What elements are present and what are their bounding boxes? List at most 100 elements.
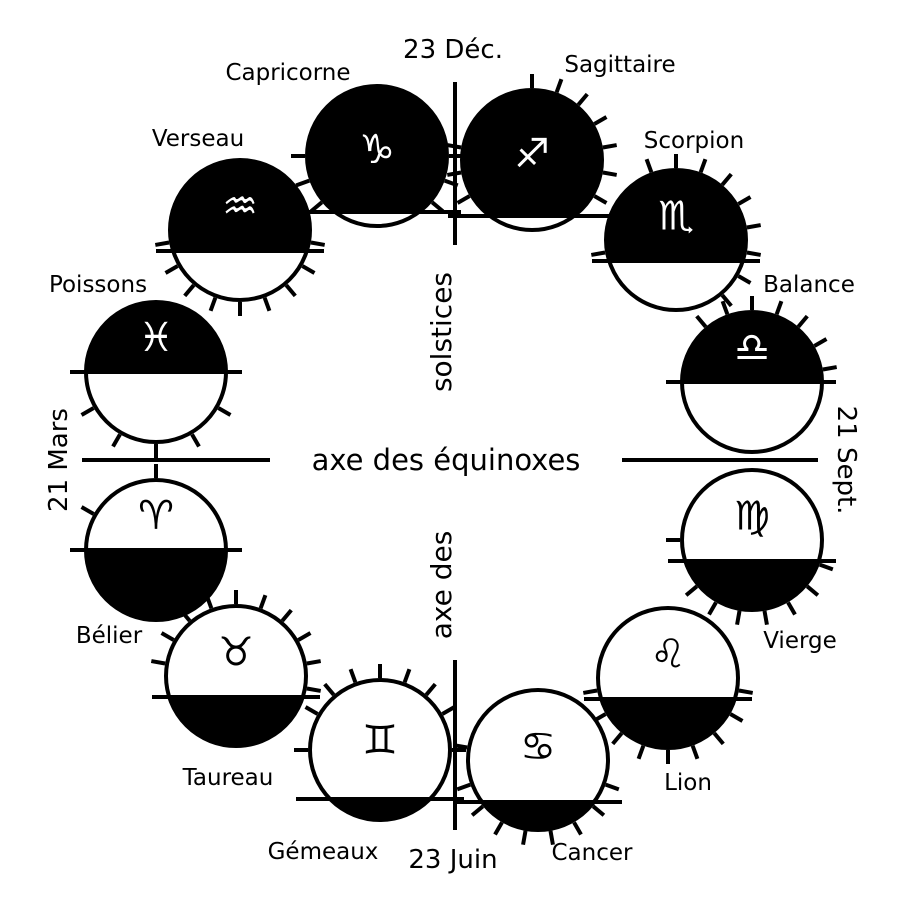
sign-belier: ♈ (70, 464, 242, 622)
sign-poissons-outline (84, 300, 228, 444)
sign-label-cancer: Cancer (552, 840, 634, 866)
sign-label-balance: Balance (763, 272, 855, 298)
sign-cancer-shadow (468, 802, 608, 830)
sign-vierge: ♍ (666, 468, 836, 626)
sign-taureau-ray (306, 686, 322, 693)
sign-sagittaire-outline (460, 88, 604, 232)
sign-verseau-ray (164, 264, 179, 275)
sign-scorpion-ray (720, 172, 733, 187)
sign-taureau-ray (150, 659, 166, 666)
sign-capricorne-outline (305, 84, 449, 228)
sign-capricorne: ♑ (291, 84, 463, 228)
sign-verseau-ray (284, 283, 297, 298)
sign-lion-ray (582, 688, 598, 695)
sign-capricorne-ray (295, 178, 311, 188)
sign-gemeaux-ray (402, 668, 412, 684)
solstice-axis-upper-label: solstices (425, 272, 458, 392)
sign-poissons-symbol-icon: ♓ (138, 315, 174, 361)
sign-verseau-ray (301, 264, 316, 275)
sign-label-sagittaire: Sagittaire (564, 52, 675, 78)
sign-sagittaire-ray (576, 92, 589, 107)
sign-poissons-ray (111, 433, 122, 448)
sign-label-capricorne: Capricorne (225, 60, 350, 86)
sign-taureau-ray (280, 608, 293, 623)
sign-verseau-ray (310, 240, 326, 247)
sign-sagittaire-ray (593, 194, 608, 205)
sign-verseau-ray (183, 283, 196, 298)
sign-cancer: ♋ (452, 688, 622, 846)
sign-gemeaux-ray (323, 682, 336, 697)
sign-label-gemeaux: Gémeaux (268, 839, 379, 865)
sign-gemeaux-outline (308, 678, 452, 822)
sign-gemeaux-ray (424, 682, 437, 697)
sign-belier-symbol-icon: ♈ (138, 493, 174, 539)
sign-balance: ♎ (666, 296, 838, 454)
sign-poissons-ray (190, 433, 201, 448)
sign-lion-shadow (598, 699, 738, 748)
sign-vierge-symbol-icon: ♍ (734, 494, 770, 540)
sign-lion-ray (712, 731, 725, 746)
sign-belier-ray (80, 505, 95, 516)
sign-taureau: ♉ (150, 590, 322, 748)
sign-label-belier: Bélier (76, 623, 143, 649)
sign-vierge-ray (805, 584, 820, 597)
sign-balance-ray (822, 365, 838, 372)
sign-scorpion-ray (746, 250, 762, 257)
sign-balance-ray (720, 300, 730, 316)
sign-sagittaire-shadow (462, 90, 602, 216)
sign-taureau-shadow (166, 697, 306, 746)
sign-capricorne-shadow (307, 86, 447, 212)
sign-cancer-ray (548, 830, 555, 846)
sign-taureau-ray (306, 659, 322, 666)
sign-vierge-ray (735, 610, 742, 626)
date-label-right: 21 Sept. (831, 406, 861, 515)
sign-scorpion-ray (698, 158, 708, 174)
sign-verseau-outline (168, 158, 312, 302)
sign-capricorne-symbol-icon: ♑ (359, 127, 395, 173)
sign-vierge-ray (762, 610, 769, 626)
sign-lion-ray (636, 744, 646, 760)
sign-scorpion-outline (604, 168, 748, 312)
sign-taureau-ray (160, 631, 175, 642)
sign-balance-ray (813, 337, 828, 348)
sign-gemeaux-disc (310, 680, 450, 820)
sign-scorpion-ray (590, 250, 606, 257)
sign-cancer-ray (493, 821, 504, 836)
sign-balance-symbol-icon: ♎ (734, 325, 770, 371)
sign-capricorne-ray (309, 200, 324, 213)
sign-cancer-ray (591, 804, 606, 817)
sign-verseau-symbol-icon: ♒ (222, 184, 258, 230)
sign-taureau-symbol-icon: ♉ (218, 630, 254, 676)
sign-cancer-ray (470, 804, 485, 817)
sign-lion-symbol-icon: ♌ (650, 632, 686, 678)
sign-vierge-ray (818, 562, 834, 572)
sign-capricorne-ray (443, 178, 459, 188)
sign-scorpion-symbol-icon: ♏ (658, 194, 694, 240)
sign-vierge-shadow (682, 561, 822, 610)
sign-gemeaux-ray (304, 705, 319, 716)
sign-sagittaire-ray (602, 143, 618, 150)
sign-sagittaire-ray (593, 115, 608, 126)
sign-taureau-outline (164, 604, 308, 748)
sign-scorpion-ray (746, 223, 762, 230)
sign-scorpion-ray (720, 293, 733, 308)
sign-balance-ray (695, 314, 708, 329)
date-label-bottom: 23 Juin (408, 845, 497, 875)
sign-cancer-disc (468, 690, 608, 830)
sign-label-verseau: Verseau (152, 126, 244, 152)
sign-cancer-symbol-icon: ♋ (520, 724, 556, 770)
sign-balance-outline (680, 310, 824, 454)
sign-lion-outline (596, 606, 740, 750)
sign-label-taureau: Taureau (182, 765, 274, 791)
sign-cancer-ray (572, 821, 583, 836)
sign-balance-ray (774, 300, 784, 316)
sign-cancer-outline (466, 688, 610, 832)
signs-layer: ♑♐♏♎♍♌♋♊♉♈♓♒ (70, 74, 838, 846)
sign-balance-ray (796, 314, 809, 329)
date-label-left: 21 Mars (44, 408, 74, 512)
sign-cancer-ray (456, 782, 472, 792)
sign-vierge-ray (707, 601, 718, 616)
sign-label-poissons: Poissons (49, 272, 147, 298)
date-label-top: 23 Déc. (403, 35, 503, 65)
